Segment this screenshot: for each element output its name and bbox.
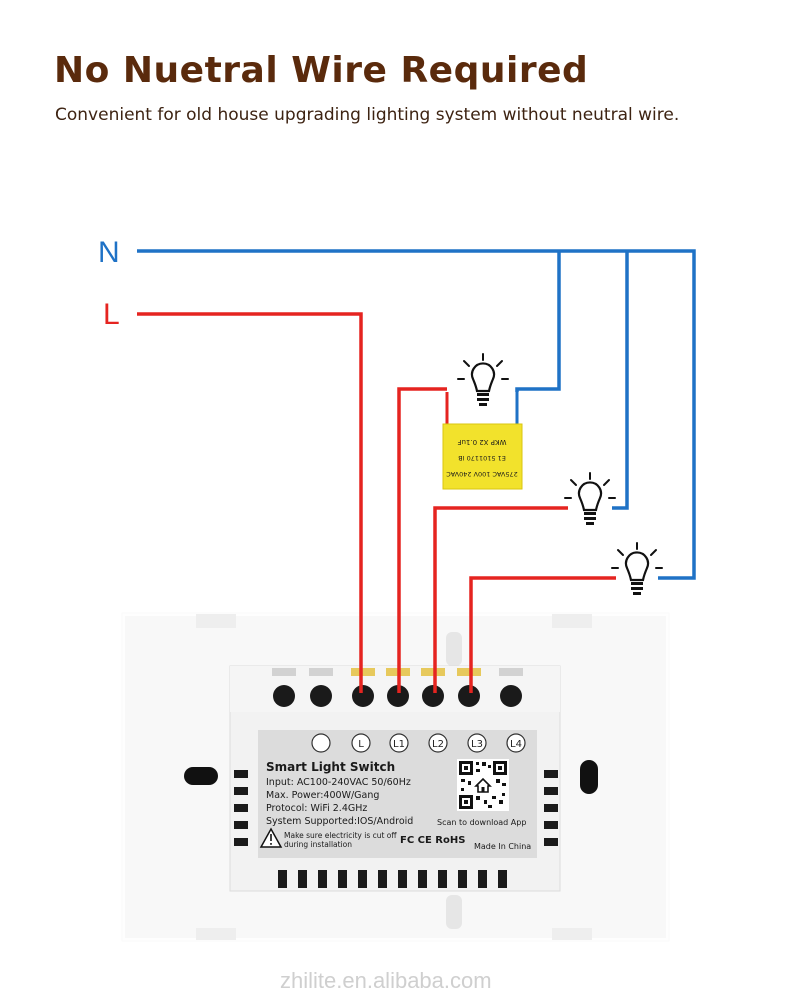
neutral-wire-label: N [98,236,120,269]
spec-system: System Supported:IOS/Android [266,816,413,827]
terminal-l3-label: L3 [471,739,483,750]
capacitor-line-2: E1 5101170 IB [458,454,506,462]
certification-marks: FC CE RoHS [400,835,465,846]
watermark: zhilite.en.alibaba.com [280,968,492,993]
live-wires [137,312,616,693]
terminal-l4-label: L4 [510,739,522,750]
scan-text: Scan to download App [437,818,526,827]
origin-text: Made In China [474,842,531,851]
page-subtitle: Convenient for old house upgrading light… [55,105,680,125]
terminal-l2-label: L2 [432,739,444,750]
bulb-icon [610,541,664,597]
spec-input: Input: AC100-240VAC 50/60Hz [266,777,411,788]
spec-protocol: Protocol: WiFi 2.4GHz [266,803,367,814]
vent-slots-left [234,770,248,846]
label-title: Smart Light Switch [266,760,395,774]
bypass-capacitor: 275VAC 100V 240VAC E1 5101170 IB WKP X2 … [442,392,523,490]
vent-slots-right [544,770,558,846]
home-icon [474,777,492,793]
terminal-l1-label: L1 [393,739,405,750]
capacitor-line-1: 275VAC 100V 240VAC [446,470,518,478]
capacitor-line-3: WKP X2 0.1uF [457,438,506,446]
terminal-label-row: L L1 L2 L3 L4 [311,733,526,753]
page-title: No Nuetral Wire Required [54,50,589,91]
terminal-l-label: L [358,739,364,750]
spec-power: Max. Power:400W/Gang [266,790,379,801]
mount-slot-right [580,760,598,794]
bulb-icon [563,471,617,527]
mount-slot-left [184,767,218,785]
warning-icon [259,827,283,848]
bulb-icon [456,352,510,408]
live-wire-label: L [103,298,120,331]
neutral-wires [137,249,696,580]
warning-line-2: during installation [284,840,352,849]
vent-slots-bottom [278,870,507,888]
warning-line-1: Make sure electricity is cut off [284,831,397,840]
